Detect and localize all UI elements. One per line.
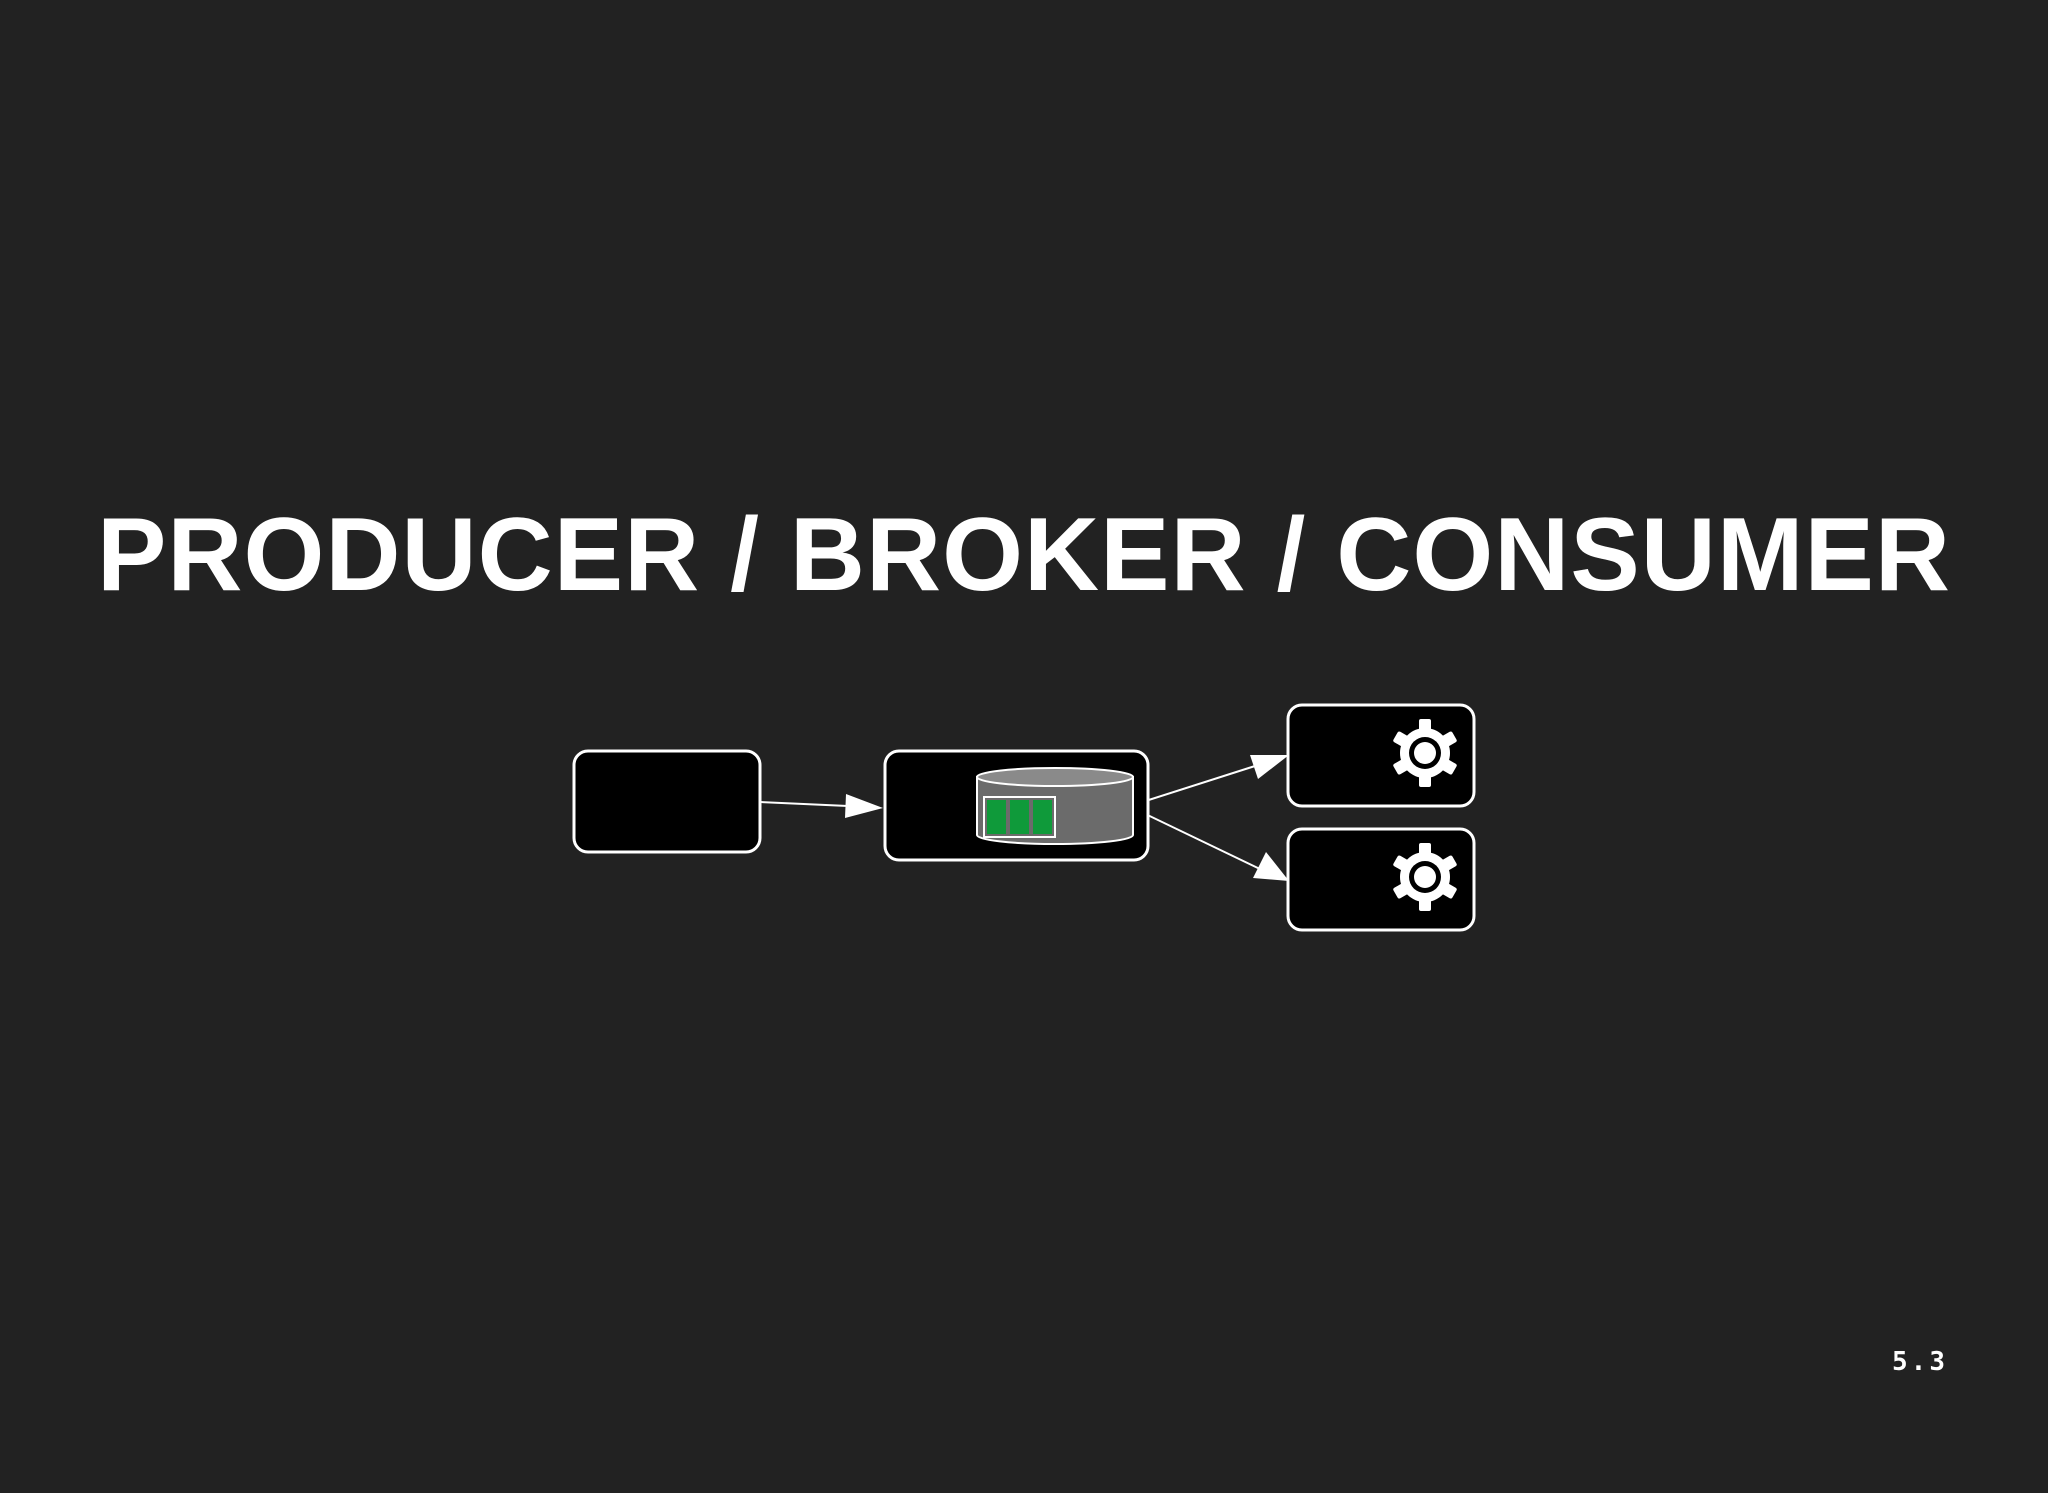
database-queue-icon	[976, 767, 1134, 845]
broker-box	[883, 749, 1150, 862]
slide-title: PRODUCER / BROKER / CONSUMER	[97, 497, 1951, 613]
queue-slot	[1010, 800, 1029, 834]
producer-box	[572, 749, 762, 854]
queue-slot	[987, 800, 1006, 834]
edge-broker-consumer-1	[1132, 755, 1289, 806]
slide-number: 5.3	[1892, 1347, 1948, 1377]
consumer-box-1	[1286, 703, 1476, 808]
queue-slots	[983, 796, 1056, 838]
queue-slot	[1033, 800, 1052, 834]
edge-producer-broker	[759, 794, 883, 818]
consumer-box-2	[1286, 827, 1476, 932]
edge-broker-consumer-2	[1132, 807, 1289, 881]
